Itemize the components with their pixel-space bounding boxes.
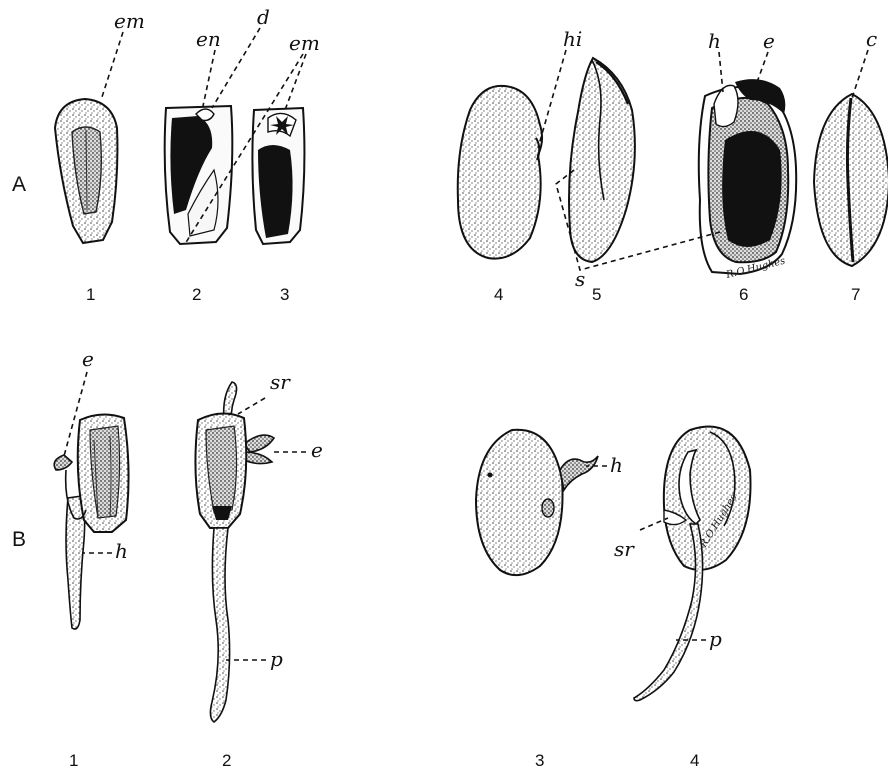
a3-corn-kernel-section [252, 108, 304, 244]
b4-p-label: p [709, 627, 722, 651]
a7-bean-cotyledons [814, 94, 888, 266]
a7-c-label: c [866, 27, 877, 51]
a-number-2: 2 [192, 285, 201, 304]
a-number-3: 3 [280, 285, 289, 304]
a4-hi-label: hi [563, 27, 582, 51]
a6-e-label: e [763, 29, 775, 53]
b-number-2: 2 [222, 751, 231, 768]
a1-corn-kernel-exterior [55, 99, 117, 243]
b3-bean-germinating [476, 430, 598, 575]
b4-bean-seedling [634, 426, 751, 700]
a2-en-label: en [196, 27, 221, 51]
b-number-3: 3 [535, 751, 544, 768]
a1-em-label: em [114, 9, 145, 33]
b1-e-label: e [82, 347, 94, 371]
b2-germinating-corn [195, 382, 274, 722]
b1-h-label: h [115, 539, 128, 563]
a-number-7: 7 [851, 285, 860, 304]
row-label-a: A [12, 173, 26, 196]
a3-em-label: em [289, 31, 320, 55]
b1-germinating-corn [54, 414, 128, 629]
a3-em-leader-2 [285, 54, 306, 110]
b-number-4: 4 [690, 751, 699, 768]
b2-e-label: e [311, 438, 323, 462]
a2-en-leader [203, 50, 215, 106]
a-s-label: s [575, 267, 585, 291]
a6-h-label: h [708, 29, 721, 53]
b3-h-label: h [610, 453, 623, 477]
a-number-5: 5 [592, 285, 601, 304]
a7-c-leader [852, 50, 868, 98]
b-number-1: 1 [69, 751, 78, 768]
b2-sr-leader [238, 398, 265, 414]
a2-d-label: d [257, 5, 270, 29]
a-number-6: 6 [739, 285, 748, 304]
a5-bean-seed-coat [569, 58, 635, 262]
a1-em-leader [101, 32, 123, 100]
b2-sr-label: sr [270, 370, 291, 394]
b2-p-label: p [270, 647, 283, 671]
a-number-1: 1 [86, 285, 95, 304]
row-label-b: B [12, 528, 26, 551]
a-number-4: 4 [494, 285, 503, 304]
a6-h-leader [719, 52, 723, 92]
b4-sr-label: sr [614, 537, 635, 561]
a4-bean-exterior [458, 86, 542, 259]
a6-bean-section [699, 79, 796, 274]
